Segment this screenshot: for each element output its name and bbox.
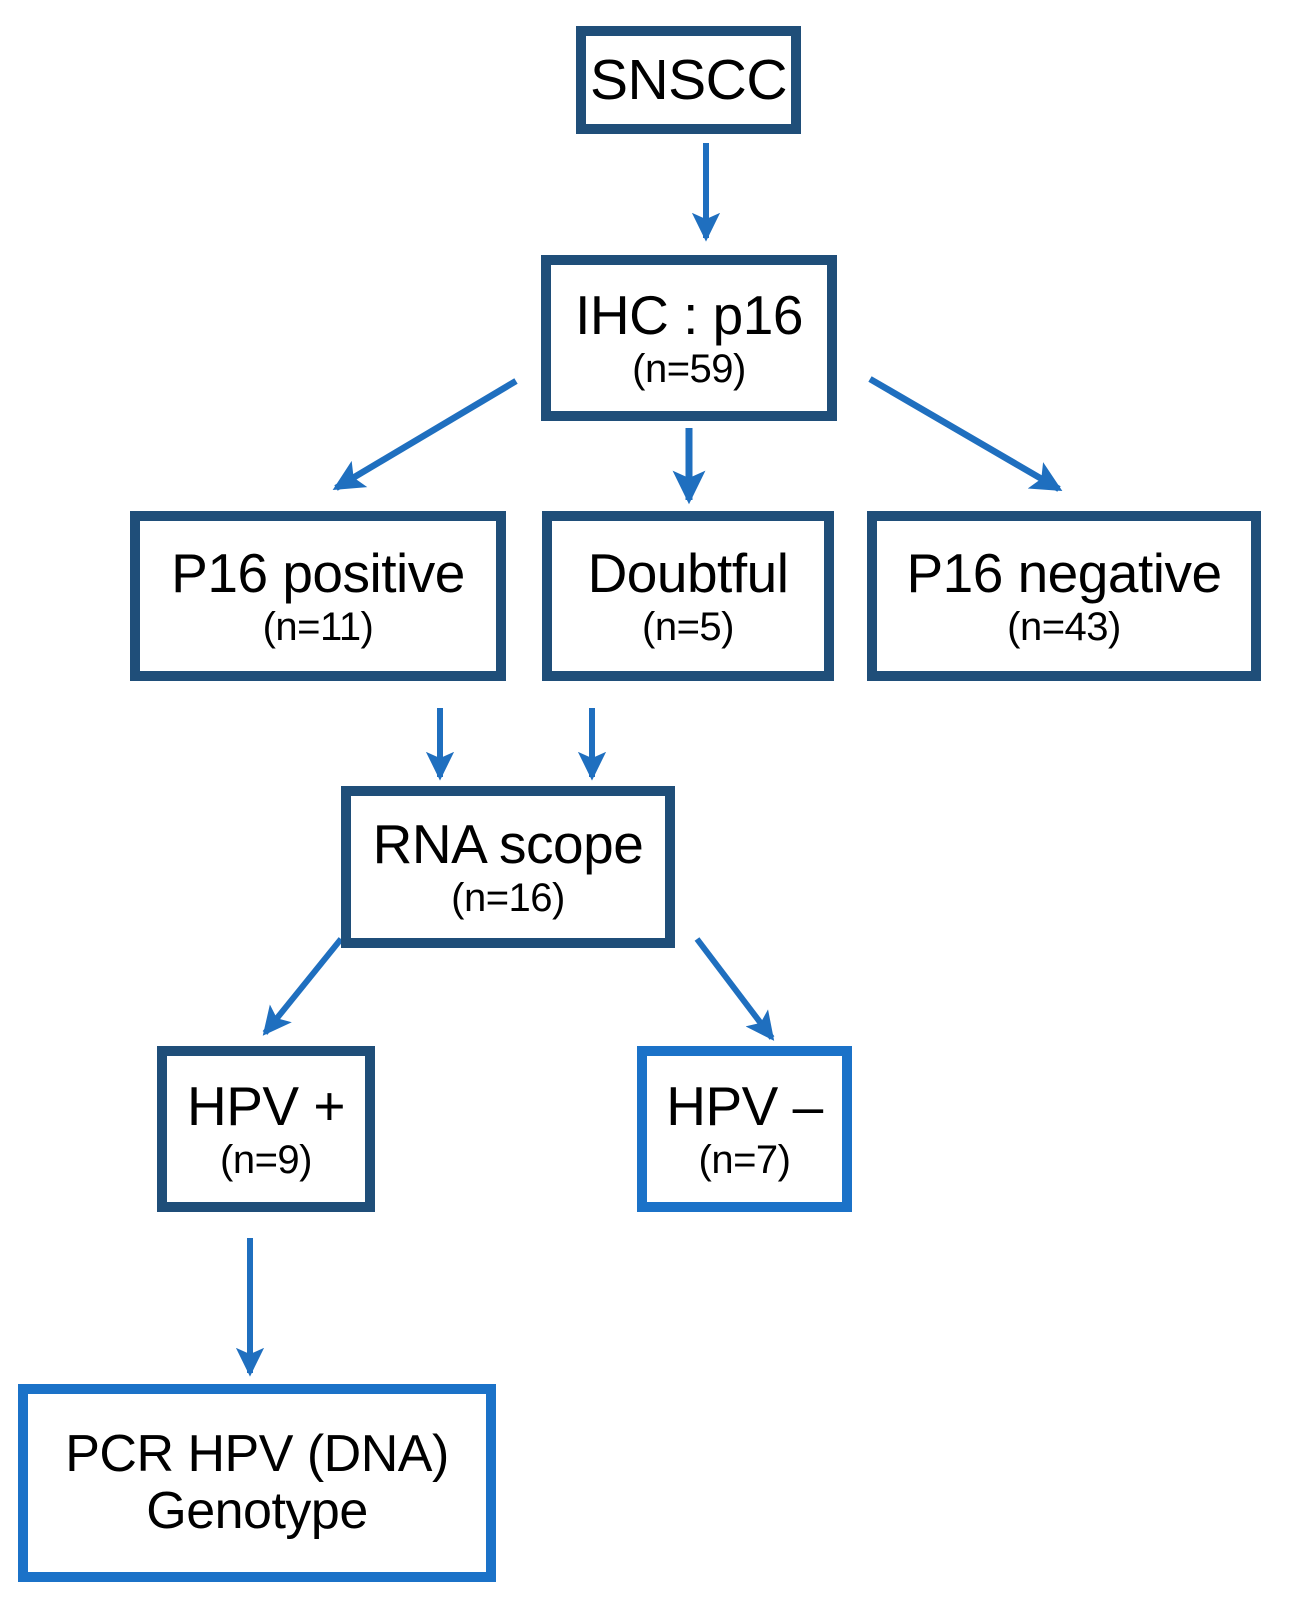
node-rna-scope-title: RNA scope [372,812,644,875]
node-p16-negative-count: (n=43) [1007,604,1121,649]
node-doubtful[interactable]: Doubtful (n=5) [542,511,834,681]
node-ihc-p16[interactable]: IHC : p16 (n=59) [541,255,837,421]
edge-ihc-to-p16negative [868,376,1063,492]
node-rna-scope-count: (n=16) [451,875,565,920]
node-ihc-p16-count: (n=59) [632,346,746,391]
node-rna-scope[interactable]: RNA scope (n=16) [341,786,675,948]
node-p16-positive-count: (n=11) [262,604,374,649]
node-hpv-positive[interactable]: HPV + (n=9) [157,1046,375,1212]
node-doubtful-count: (n=5) [642,604,735,649]
node-hpv-positive-count: (n=9) [220,1137,313,1182]
edge-ihc-to-p16positive [332,378,518,491]
node-hpv-negative-title: HPV – [666,1074,823,1137]
node-hpv-negative[interactable]: HPV – (n=7) [637,1046,852,1212]
node-hpv-positive-title: HPV + [187,1074,346,1137]
node-doubtful-title: Doubtful [587,541,789,604]
node-hpv-negative-count: (n=7) [698,1137,792,1182]
node-pcr-hpv-dna-title: PCR HPV (DNA) [65,1424,449,1483]
node-pcr-hpv-dna-genotype[interactable]: PCR HPV (DNA) Genotype [18,1384,496,1582]
node-p16-positive[interactable]: P16 positive (n=11) [130,511,506,681]
node-ihc-p16-title: IHC : p16 [575,283,803,346]
node-snscc-title: SNSCC [589,47,788,112]
node-pcr-genotype-subtitle: Genotype [146,1482,368,1540]
node-p16-positive-title: P16 positive [171,541,465,604]
node-snscc[interactable]: SNSCC [576,26,801,134]
node-p16-negative[interactable]: P16 negative (n=43) [867,511,1261,681]
node-p16-negative-title: P16 negative [906,541,1222,604]
edge-rnascope-to-hpvnegative [694,937,775,1041]
edge-rnascope-to-hpvpositive [262,937,344,1036]
